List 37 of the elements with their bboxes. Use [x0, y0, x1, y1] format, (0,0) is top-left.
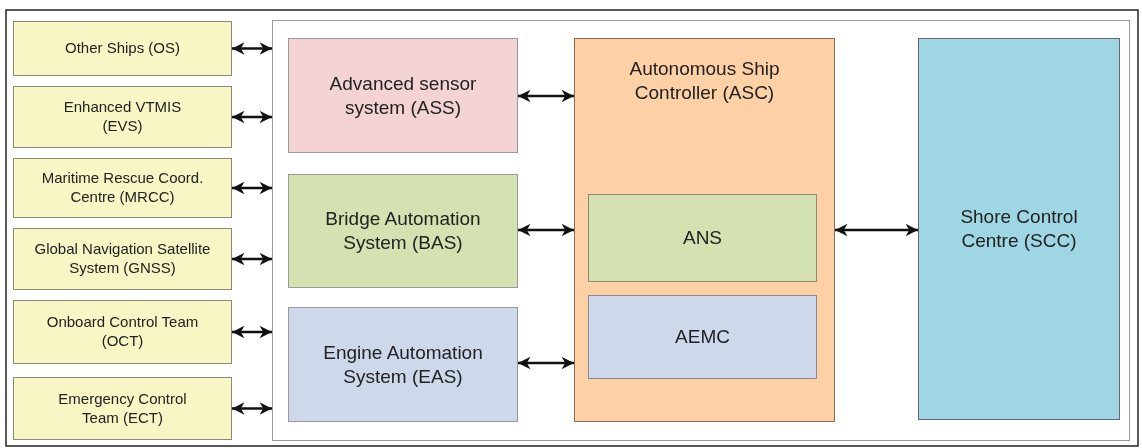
module-box [288, 307, 518, 422]
system-panel [272, 20, 1130, 441]
box-label: Bridge Automation System (BAS) [324, 207, 482, 255]
double-arrow [232, 325, 272, 339]
box-label: AEMC [674, 325, 731, 349]
box-label: Emergency Control Team (ECT) [57, 389, 188, 428]
double-arrow [518, 223, 574, 237]
box-label: Onboard Control Team (OCT) [45, 313, 200, 351]
module-box [588, 295, 817, 379]
entity-box [13, 21, 232, 76]
box-label: Global Navigation Satellite System (GNSS) [33, 240, 212, 278]
entity-box [13, 228, 232, 290]
double-arrow [232, 252, 272, 266]
entity-box [13, 377, 232, 440]
box-label: Enhanced VTMIS (EVS) [62, 98, 183, 136]
double-arrow [232, 42, 272, 55]
entity-box [13, 300, 232, 364]
double-arrow [518, 356, 574, 370]
double-arrow [232, 181, 272, 195]
box-label: Maritime Rescue Coord. Centre (MRCC) [40, 169, 205, 207]
control-centre-box [918, 38, 1120, 420]
double-arrow [518, 89, 574, 103]
entity-box [13, 86, 232, 148]
module-box [288, 174, 518, 288]
box-label: Advanced sensor system (ASS) [328, 71, 478, 120]
controller-title: Autonomous Ship Controller (ASC) [628, 57, 781, 105]
double-arrow [232, 402, 272, 415]
box-label: Other Ships (OS) [63, 39, 181, 58]
module-box [288, 38, 518, 153]
entity-box [13, 158, 232, 218]
double-arrow [232, 110, 272, 124]
module-box [588, 194, 817, 282]
controller-box [574, 38, 835, 422]
box-label: ANS [681, 226, 724, 250]
box-label: Engine Automation System (EAS) [322, 340, 484, 389]
double-arrow [835, 223, 918, 237]
box-label: Shore Control Centre (SCC) [959, 205, 1079, 253]
